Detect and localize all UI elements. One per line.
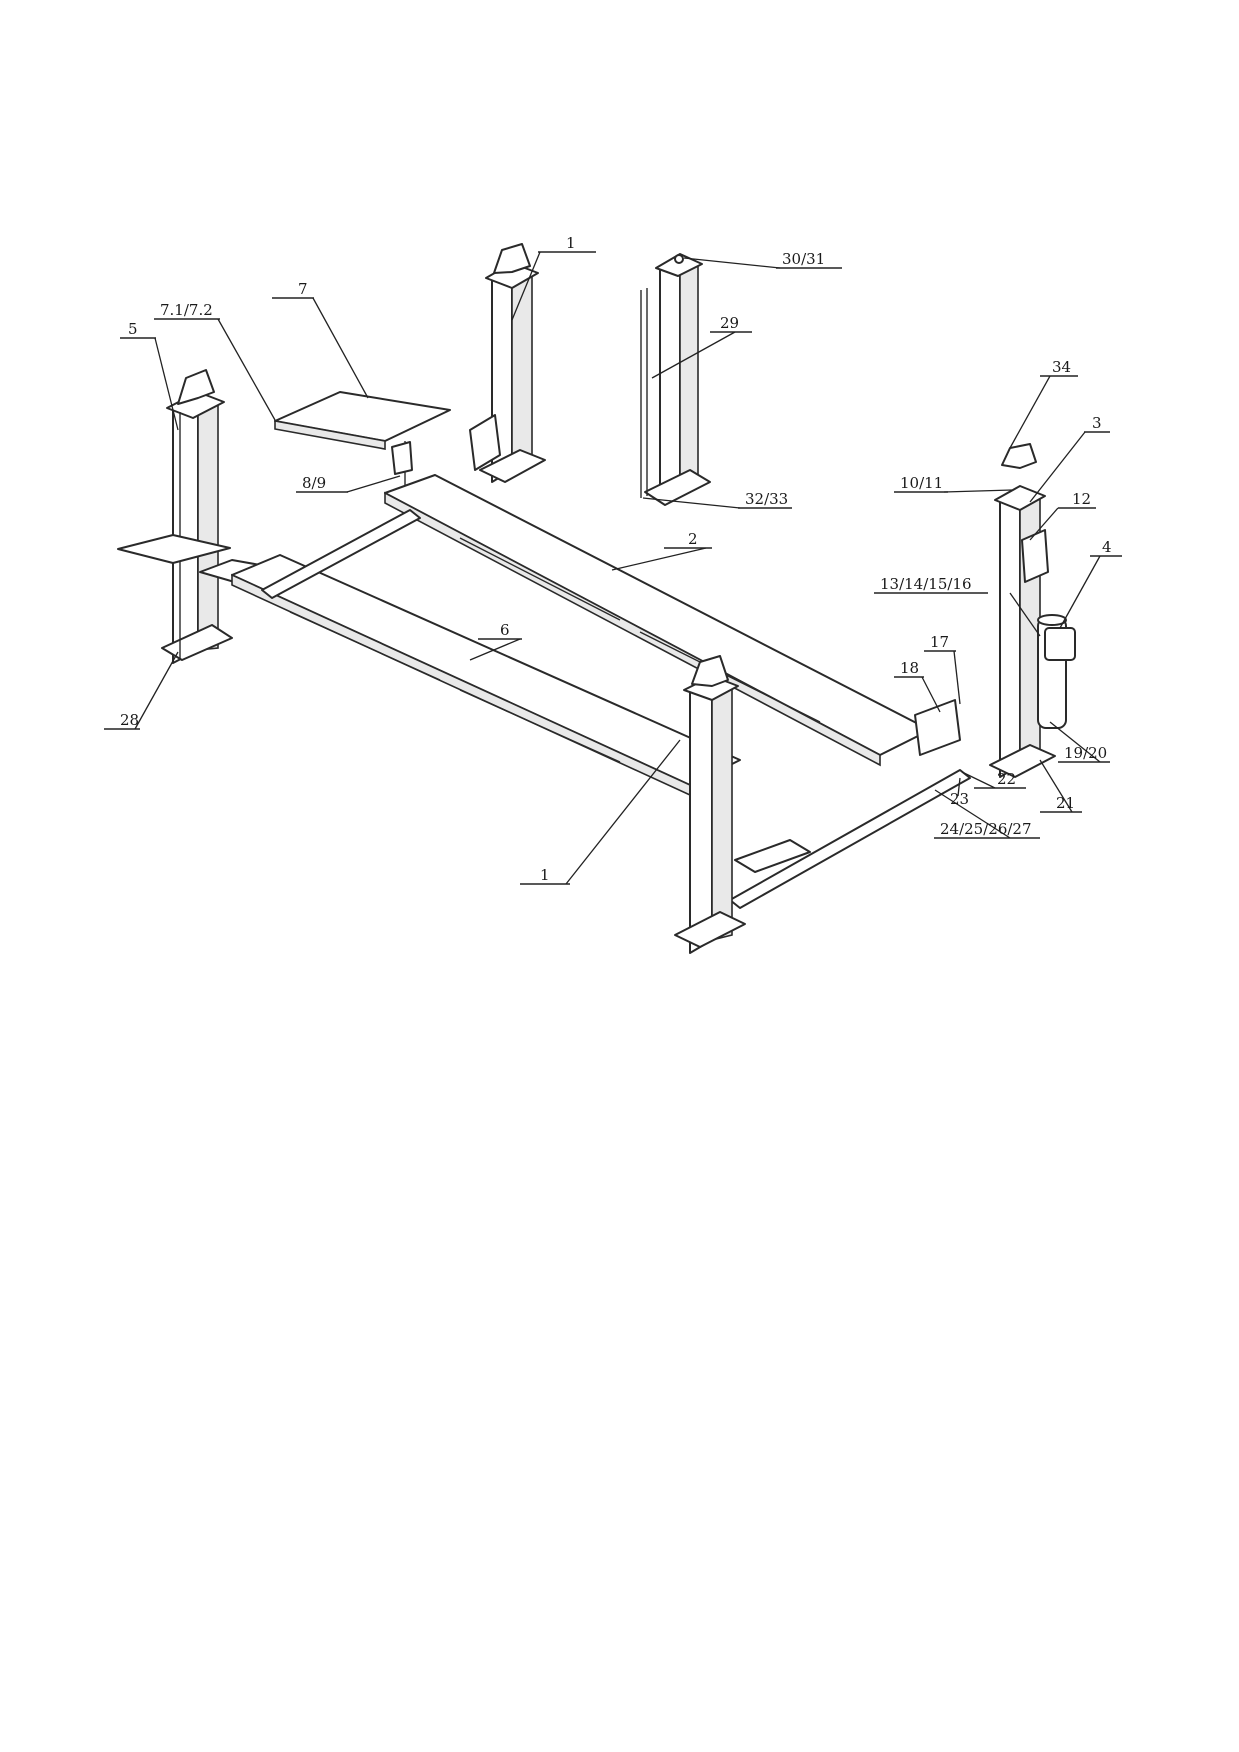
rear-right-post (469, 243, 546, 483)
callout-label: 34 (1052, 358, 1071, 376)
callout-label: 10/11 (900, 474, 943, 492)
detail-post-29 (640, 253, 711, 506)
callout-label: 7.1/7.2 (160, 301, 213, 319)
callout-label: 1 (540, 866, 550, 884)
callout-label: 3 (1092, 414, 1102, 432)
leader-lines (134, 251, 1101, 885)
approach-ramp-7 (274, 391, 451, 493)
power-side-post (989, 443, 1056, 778)
callout-label: 8/9 (302, 474, 326, 492)
callout-label: 19/20 (1064, 744, 1107, 762)
callout-label: 2 (688, 530, 698, 548)
hydraulic-pump-unit (1037, 614, 1076, 729)
cross-beams (261, 509, 971, 909)
callout-label: 17 (930, 633, 949, 651)
callout-label: 4 (1102, 538, 1112, 556)
callout-label: 32/33 (745, 490, 788, 508)
wheel-chocks (734, 699, 961, 873)
callout-label: 21 (1056, 794, 1075, 812)
callout-label: 7 (298, 280, 308, 298)
left-runway-6 (231, 554, 741, 797)
front-left-post (674, 655, 746, 954)
callout-label: 28 (120, 711, 139, 729)
callout-label: 30/31 (782, 250, 825, 268)
callout-label: 29 (720, 314, 739, 332)
callout-label: 23 (950, 790, 969, 808)
callout-labels: 1 30/31 7.1/7.2 7 5 29 34 3 10/11 12 8/9… (104, 234, 1122, 885)
callout-label: 5 (128, 320, 138, 338)
callout-label: 18 (900, 659, 919, 677)
callout-label: 24/25/26/27 (940, 820, 1032, 838)
callout-label: 22 (997, 770, 1016, 788)
left-rear-post (161, 369, 233, 664)
callout-label: 6 (500, 621, 510, 639)
callout-label: 1 (566, 234, 576, 252)
callout-label: 13/14/15/16 (880, 575, 972, 593)
right-runway-2 (384, 474, 931, 767)
callout-label: 12 (1072, 490, 1091, 508)
